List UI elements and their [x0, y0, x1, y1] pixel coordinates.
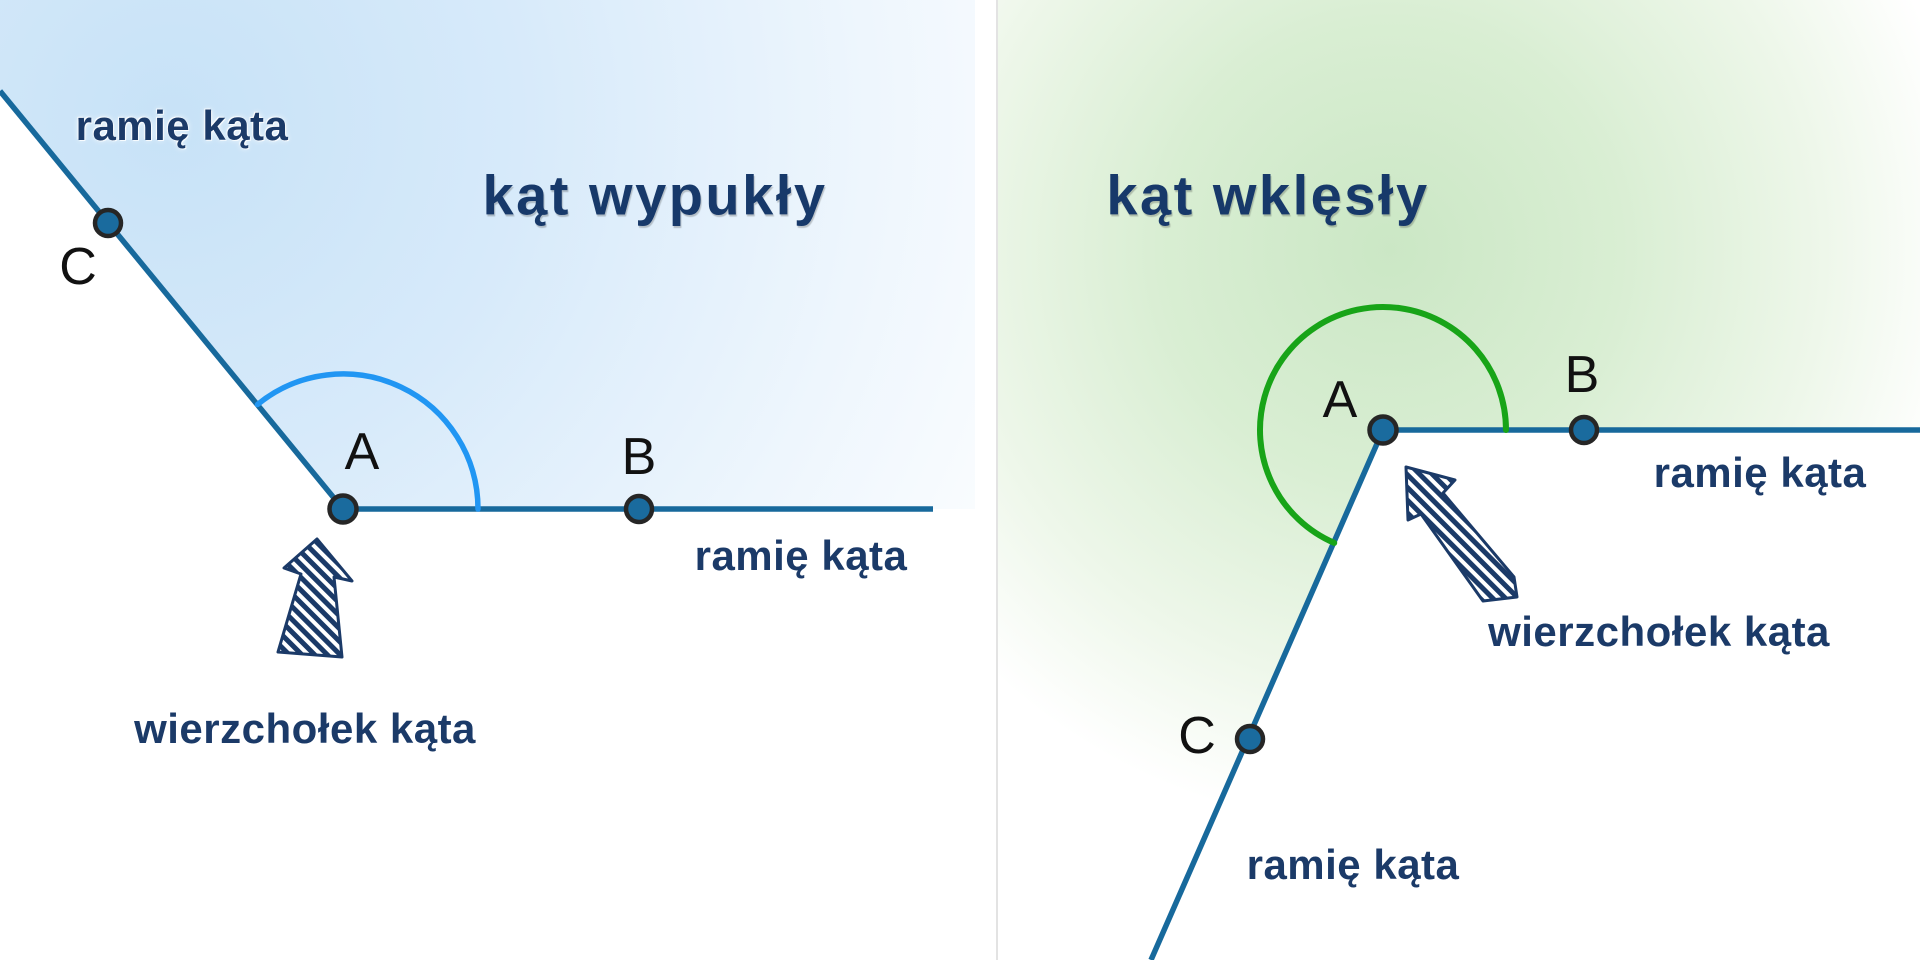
point-A-label-right: A: [1322, 371, 1358, 429]
point-A-dot-right: [1367, 414, 1399, 446]
point-C-dot-left: [92, 207, 124, 239]
reflex-arm-through-C: [1148, 428, 1386, 960]
reflex-angle-arc: [1257, 304, 1509, 546]
vertex-pointer-arrow-left: [276, 537, 354, 659]
convex-vertex-caption: wierzchołek kąta: [134, 705, 476, 752]
point-C-label-right: C: [1178, 707, 1216, 765]
point-A-dot-left: [327, 493, 359, 525]
point-A-label-left: A: [344, 423, 380, 481]
reflex-arm-right-label: ramię kąta: [1653, 449, 1867, 496]
convex-angle-region: [0, 0, 975, 509]
panel-divider: [996, 0, 998, 960]
convex-angle-figure: [0, 89, 933, 659]
point-C-dot-right: [1234, 723, 1266, 755]
point-B-label-left: B: [621, 428, 657, 486]
convex-title: kąt wypukły: [482, 163, 828, 227]
reflex-title: kąt wklęsły: [1106, 163, 1430, 227]
point-B-label-right: B: [1564, 346, 1600, 404]
convex-arm-top-label: ramię kąta: [75, 102, 289, 149]
reflex-vertex-caption: wierzchołek kąta: [1488, 608, 1830, 655]
point-B-dot-right: [1568, 414, 1600, 446]
point-C-label-left: C: [59, 238, 97, 296]
convex-angle-arc: [254, 371, 481, 512]
reflex-angle-region: [997, 0, 1920, 960]
convex-arm-through-C: [0, 89, 346, 511]
reflex-arm-bottom-label: ramię kąta: [1246, 841, 1460, 888]
reflex-angle-figure: [1148, 304, 1920, 960]
convex-arm-right-label: ramię kąta: [694, 532, 908, 579]
point-B-dot-left: [623, 493, 655, 525]
vertex-pointer-arrow-right: [1404, 465, 1519, 603]
